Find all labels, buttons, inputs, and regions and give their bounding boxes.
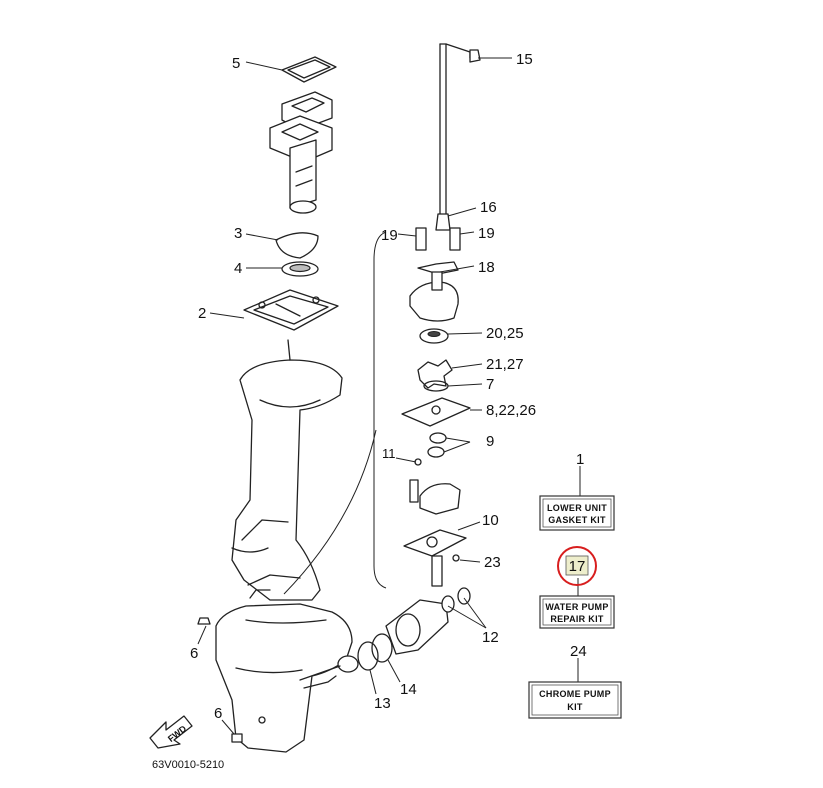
callout-17: 17: [569, 558, 586, 575]
callout-23: 23: [484, 554, 501, 571]
callout-14: 14: [400, 681, 417, 698]
callout-10: 10: [482, 512, 499, 529]
kit-water-line-2: REPAIR KIT: [550, 614, 604, 624]
part-screws: [197, 617, 243, 743]
callout-17-box: [565, 555, 589, 576]
part-small-gasket: [275, 232, 319, 259]
part-seal: [281, 261, 319, 277]
fwd-arrow-icon: FWD: [149, 715, 193, 749]
callout-15: 15: [516, 51, 533, 68]
callout-6-upper: 6: [190, 645, 198, 662]
part-propeller-assembly: [299, 587, 471, 681]
part-lower-case: [215, 589, 353, 753]
part-upper-mount: [269, 91, 333, 214]
callout-11: 11: [382, 446, 396, 461]
callout-19-right: 19: [478, 225, 495, 242]
part-upper-gasket: [281, 56, 337, 83]
leader-lines: [197, 57, 581, 735]
kit-water-pump-repair: WATER PUMP REPAIR KIT: [539, 595, 615, 629]
callout-24: 24: [570, 643, 587, 660]
callout-19-left: 19: [381, 227, 398, 244]
callout-6-lower: 6: [214, 705, 222, 722]
kit-chrome-line-2: KIT: [567, 702, 583, 712]
highlight-circle: [557, 546, 597, 586]
callout-18: 18: [478, 259, 495, 276]
part-drive-shaft-housing: [231, 339, 343, 601]
callout-3: 3: [234, 225, 242, 242]
kit-lower-unit-gasket: LOWER UNIT GASKET KIT: [539, 495, 615, 531]
callout-4: 4: [234, 260, 242, 277]
callout-20-25: 20,25: [486, 325, 524, 342]
part-group-bracket: [373, 231, 387, 589]
callout-12: 12: [482, 629, 499, 646]
kit-lower-line-1: LOWER UNIT: [547, 503, 607, 513]
callout-5: 5: [232, 55, 240, 72]
part-connector-wire: [283, 429, 377, 595]
highlighted-callout-17[interactable]: 17: [557, 546, 597, 586]
callout-21-27: 21,27: [486, 356, 524, 373]
part-water-tube: [435, 43, 481, 231]
drawing-code: 63V0010-5210: [152, 759, 224, 771]
callout-16: 16: [480, 199, 497, 216]
kit-lower-line-2: GASKET KIT: [548, 515, 606, 525]
kit-water-line-1: WATER PUMP: [545, 602, 608, 612]
callout-2: 2: [198, 305, 206, 322]
callout-8-22-26: 8,22,26: [486, 402, 536, 419]
callout-1: 1: [576, 451, 584, 468]
part-pump-housing: [401, 227, 471, 587]
callout-7: 7: [486, 376, 494, 393]
kit-chrome-pump: CHROME PUMP KIT: [528, 681, 622, 719]
kit-chrome-line-1: CHROME PUMP: [539, 689, 611, 699]
callout-9: 9: [486, 433, 494, 450]
part-large-gasket: [243, 289, 339, 331]
callout-13: 13: [374, 695, 391, 712]
